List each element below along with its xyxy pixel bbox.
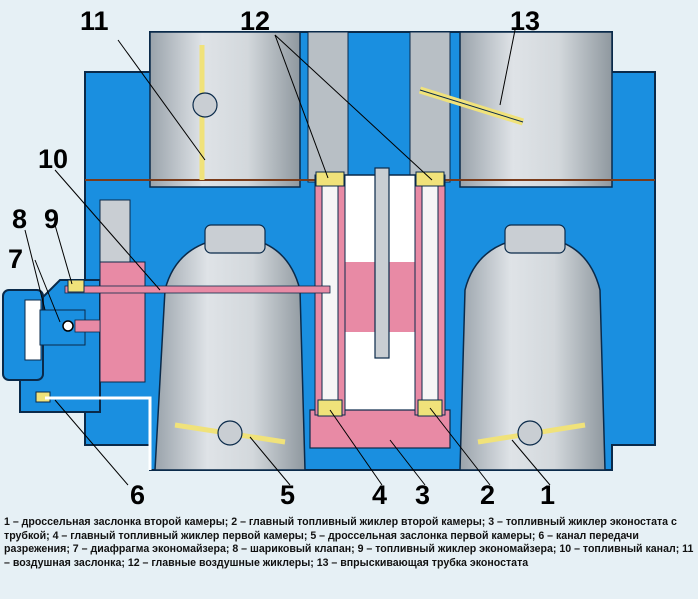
- econostat-tube: [374, 167, 390, 359]
- left-fuel-area: [64, 199, 331, 383]
- callout-3: 3: [415, 480, 430, 510]
- fuel-channel: [64, 285, 331, 294]
- callout-4: 4: [372, 480, 387, 510]
- main-air-jet-secondary: [415, 171, 445, 187]
- economizer-jet: [67, 279, 85, 293]
- callout-6: 6: [130, 480, 145, 510]
- main-fuel-jet-primary: [317, 399, 343, 417]
- leader-lines: [24, 29, 551, 486]
- carburetor-diagram: 1 2 3 4 5 6 7 8 9 10 11 12 13: [2, 6, 656, 510]
- economizer: [24, 279, 101, 403]
- econostat-spray-tube: [418, 86, 525, 126]
- callout-11: 11: [80, 6, 109, 36]
- callout-labels: 1 2 3 4 5 6 7 8 9 10 11 12 13: [8, 6, 555, 510]
- ball-valve: [62, 320, 74, 332]
- choke-plate: [192, 45, 218, 180]
- vacuum-channel: [45, 396, 152, 470]
- callout-1: 1: [540, 480, 555, 510]
- small-venturi-primary: [204, 224, 266, 254]
- callout-2: 2: [480, 480, 495, 510]
- main-air-jet-primary: [315, 171, 345, 187]
- air-chambers: [149, 31, 613, 188]
- callout-8: 8: [12, 204, 27, 234]
- callout-10: 10: [38, 144, 68, 174]
- callout-12: 12: [240, 6, 270, 36]
- callout-7: 7: [8, 244, 23, 274]
- figure-caption: 1 – дроссельная заслонка второй камеры; …: [4, 516, 694, 569]
- callout-13: 13: [510, 6, 540, 36]
- small-venturi-secondary: [504, 224, 566, 254]
- callout-5: 5: [280, 480, 295, 510]
- mixing-chambers: [154, 224, 606, 471]
- callout-9: 9: [44, 204, 59, 234]
- throttle-plates: [174, 420, 586, 446]
- emulsion-tubes: [314, 171, 446, 417]
